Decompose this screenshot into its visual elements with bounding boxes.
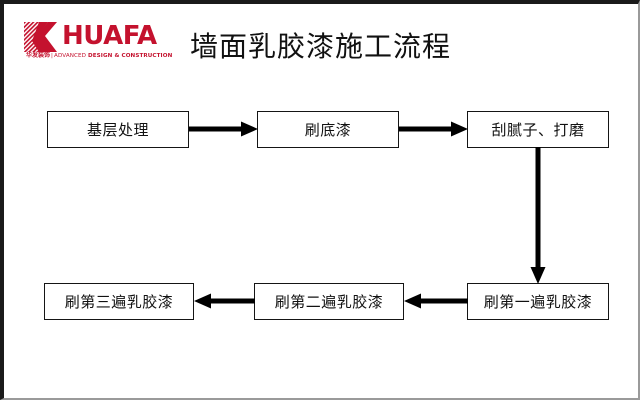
flow-arrow-n1-n2 xyxy=(189,121,259,137)
flow-arrow-n3-n4 xyxy=(530,147,546,285)
huafa-logo: HUAFA 华发装饰|ADVANCED DESIGN & CONSTRUCTIO… xyxy=(24,20,176,68)
flow-node-second-latex-coat[interactable]: 刷第二遍乳胶漆 xyxy=(254,283,404,320)
huafa-k-mark-icon xyxy=(24,22,58,52)
page-title: 墙面乳胶漆施工流程 xyxy=(190,30,452,63)
flow-arrow-n4-n5 xyxy=(404,293,468,309)
huafa-tagline-en-bold: DESIGN & CONSTRUCTION xyxy=(87,53,173,59)
flow-node-primer-coat[interactable]: 刷底漆 xyxy=(257,111,399,148)
huafa-tagline: 华发装饰|ADVANCED DESIGN & CONSTRUCTION xyxy=(26,52,176,60)
flow-node-first-latex-coat[interactable]: 刷第一遍乳胶漆 xyxy=(467,283,609,320)
flow-node-third-latex-coat[interactable]: 刷第三遍乳胶漆 xyxy=(44,283,194,320)
flow-node-base-treatment[interactable]: 基层处理 xyxy=(47,111,189,148)
huafa-wordmark: HUAFA xyxy=(62,21,157,51)
huafa-tagline-en-light: ADVANCED xyxy=(54,53,88,59)
flow-arrow-n5-n6 xyxy=(194,293,255,309)
flow-node-putty-sanding[interactable]: 刮腻子、打磨 xyxy=(467,111,609,148)
huafa-tagline-cn: 华发装饰 xyxy=(26,52,51,59)
huafa-tagline-sep: | xyxy=(51,53,54,59)
flow-arrow-n2-n3 xyxy=(399,121,469,137)
